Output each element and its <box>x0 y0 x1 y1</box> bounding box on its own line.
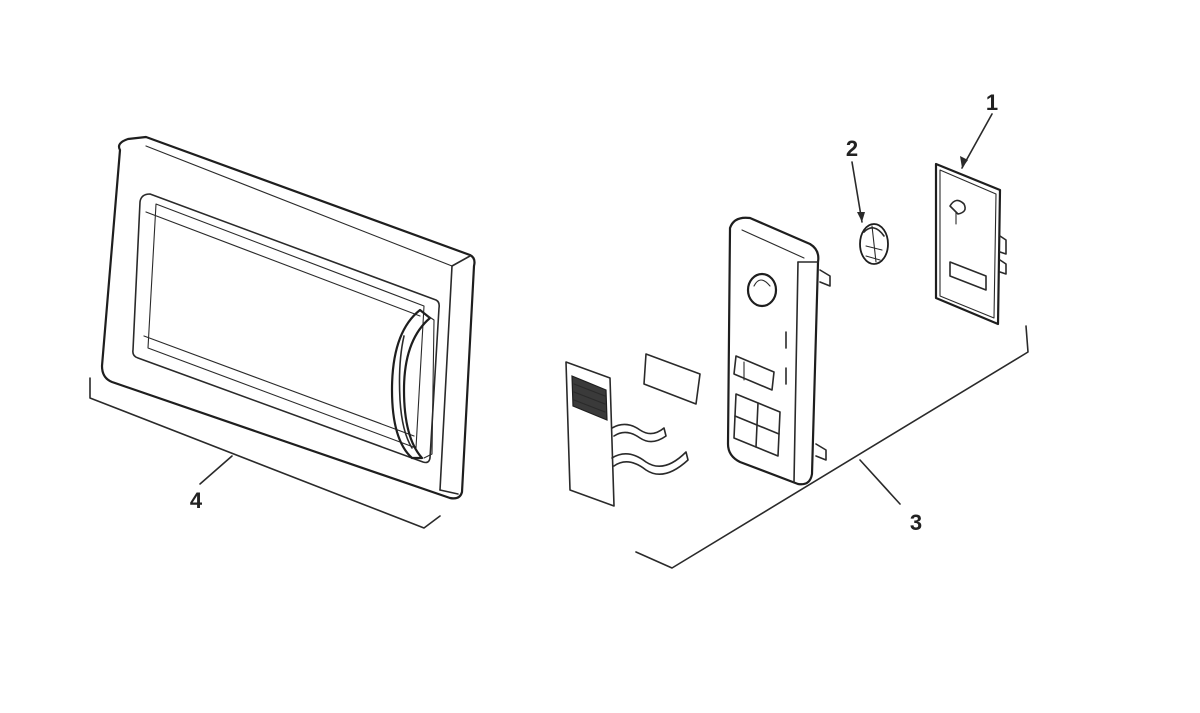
callout-3: 3 <box>910 510 922 535</box>
callout-numbers: 1 2 3 4 <box>190 90 998 535</box>
pc-board <box>934 162 1007 326</box>
callout-2: 2 <box>846 136 858 161</box>
membrane-grille <box>565 361 689 507</box>
callout-1: 1 <box>986 90 998 115</box>
leader-lines <box>851 113 993 223</box>
label-plate <box>643 353 701 405</box>
door-assembly <box>100 135 476 500</box>
door-bracket <box>89 377 441 529</box>
vent-grille <box>571 375 608 421</box>
panel-bracket <box>635 325 1029 569</box>
knob <box>859 223 889 265</box>
control-panel <box>726 216 831 486</box>
callout-4: 4 <box>190 488 203 513</box>
